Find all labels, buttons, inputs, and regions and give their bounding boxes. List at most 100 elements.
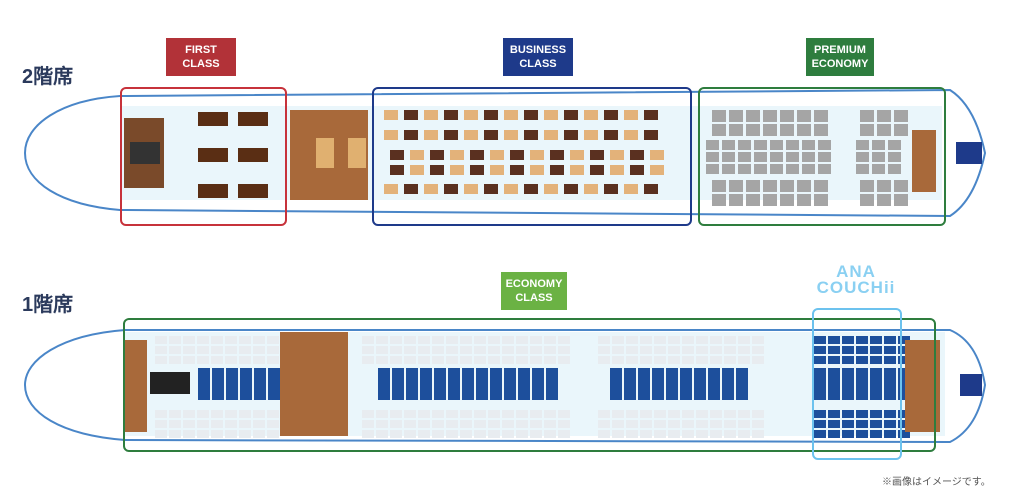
- premium-economy-seat: [706, 140, 719, 150]
- economy-seat: [169, 356, 181, 364]
- forward-galley: [125, 340, 147, 432]
- premium-economy-seat: [722, 164, 735, 174]
- economy-seat: [183, 420, 195, 428]
- economy-seat: [516, 356, 528, 364]
- economy-seat: [392, 368, 404, 376]
- economy-seat: [432, 356, 444, 364]
- economy-seat: [530, 346, 542, 354]
- economy-seat: [420, 376, 432, 384]
- business-seat: [550, 165, 564, 175]
- business-seat: [504, 130, 518, 140]
- economy-seat: [432, 430, 444, 438]
- economy-seat: [211, 346, 223, 354]
- economy-seat: [378, 392, 390, 400]
- economy-seat: [668, 420, 680, 428]
- economy-seat: [254, 376, 266, 384]
- economy-seat: [376, 356, 388, 364]
- economy-seat: [362, 430, 374, 438]
- economy-seat: [474, 336, 486, 344]
- economy-seat: [460, 430, 472, 438]
- premium-economy-seat: [894, 110, 908, 122]
- economy-seat: [225, 420, 237, 428]
- economy-seat: [476, 384, 488, 392]
- business-seat: [590, 165, 604, 175]
- economy-seat: [239, 336, 251, 344]
- economy-seat: [654, 410, 666, 418]
- economy-seat: [752, 430, 764, 438]
- economy-seat: [267, 420, 279, 428]
- business-seat: [624, 130, 638, 140]
- economy-seat: [197, 420, 209, 428]
- economy-seat: [460, 336, 472, 344]
- couchii-seat: [898, 410, 910, 418]
- economy-seat: [488, 410, 500, 418]
- economy-seat: [406, 376, 418, 384]
- couchii-seat: [884, 346, 896, 354]
- economy-seat: [376, 420, 388, 428]
- economy-seat: [558, 346, 570, 354]
- business-seat: [444, 184, 458, 194]
- economy-seat: [502, 356, 514, 364]
- premium-economy-seat: [746, 124, 760, 136]
- premium-economy-seat: [712, 180, 726, 192]
- economy-seat: [404, 336, 416, 344]
- economy-seat: [211, 336, 223, 344]
- economy-seat: [268, 392, 280, 400]
- premium-economy-seat: [814, 110, 828, 122]
- economy-class-badge: ECONOMY CLASS: [501, 272, 567, 310]
- economy-seat: [198, 376, 210, 384]
- economy-seat: [544, 420, 556, 428]
- economy-seat: [434, 392, 446, 400]
- economy-seat: [640, 420, 652, 428]
- premium-economy-seat: [712, 124, 726, 136]
- couchii-seat: [870, 392, 882, 400]
- economy-seat: [211, 420, 223, 428]
- economy-seat: [680, 368, 692, 376]
- economy-seat: [446, 336, 458, 344]
- economy-seat: [558, 410, 570, 418]
- economy-seat: [710, 346, 722, 354]
- economy-seat: [626, 420, 638, 428]
- economy-seat: [654, 336, 666, 344]
- mid-galley: [280, 332, 348, 436]
- economy-seat: [666, 376, 678, 384]
- first-class-line2: CLASS: [182, 58, 220, 70]
- business-seat: [564, 110, 578, 120]
- business-seat: [564, 184, 578, 194]
- economy-seat: [626, 430, 638, 438]
- couchii-seat: [814, 420, 826, 428]
- first-class-suite: [238, 148, 268, 162]
- economy-seat: [738, 346, 750, 354]
- economy-seat: [710, 430, 722, 438]
- couchii-seat: [814, 384, 826, 392]
- business-seat: [624, 110, 638, 120]
- economy-seat: [516, 430, 528, 438]
- economy-seat: [530, 356, 542, 364]
- economy-seat: [253, 356, 265, 364]
- economy-seat: [694, 384, 706, 392]
- economy-seat: [546, 368, 558, 376]
- economy-seat: [722, 368, 734, 376]
- economy-seat: [155, 356, 167, 364]
- economy-seat: [696, 410, 708, 418]
- lower-stairs: [150, 372, 190, 394]
- couchii-seat: [842, 384, 854, 392]
- couchii-seat: [814, 410, 826, 418]
- couchii-seat: [884, 376, 896, 384]
- business-seat: [410, 150, 424, 160]
- economy-seat: [418, 430, 430, 438]
- premium-economy-badge: PREMIUM ECONOMY: [806, 38, 874, 76]
- business-seat: [444, 110, 458, 120]
- economy-seat: [504, 392, 516, 400]
- premium-economy-seat: [706, 152, 719, 162]
- premium-economy-seat: [770, 164, 783, 174]
- economy-seat: [183, 336, 195, 344]
- couchii-seat: [884, 430, 896, 438]
- economy-seat: [462, 368, 474, 376]
- economy-seat: [640, 356, 652, 364]
- business-seat: [604, 110, 618, 120]
- economy-seat: [626, 346, 638, 354]
- economy-seat: [638, 392, 650, 400]
- economy-seat: [708, 376, 720, 384]
- couchii-seat: [842, 376, 854, 384]
